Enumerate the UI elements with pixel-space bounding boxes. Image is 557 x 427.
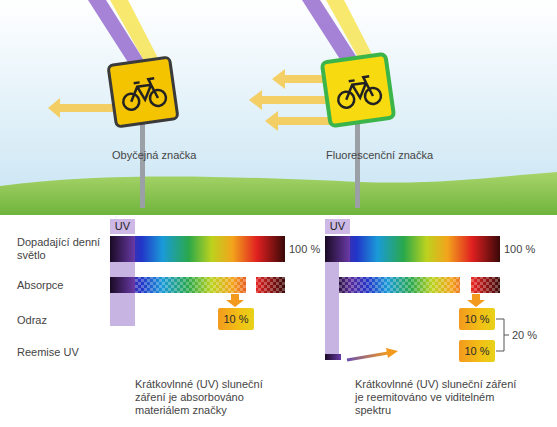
text-label: Obyčejná značka [112,149,222,162]
percent-box: 10 % [459,340,495,362]
sky [0,0,557,200]
ordinary-sign [108,57,178,208]
text-label: 100 % [289,243,329,256]
text-label: Absorpce [17,279,105,292]
text-label: Fluorescenční značka [326,149,456,162]
text-label: Dopadající denní světlo [17,236,105,262]
uv-reemission-arrow [347,348,398,360]
orange-arrows [226,294,485,307]
left-spectra [110,236,285,326]
uv-tag: UV [325,219,350,234]
sum-bracket [496,319,509,351]
percent-box: 10 % [459,308,495,330]
text-label: Krátkovlnné (UV) sluneční záření je reem… [355,378,520,417]
text-label: Reemise UV [17,346,105,359]
uv-tag: UV [110,219,135,234]
text-label: 20 % [512,329,552,342]
percent-box: 10 % [218,308,254,330]
text-label: 100 % [504,243,548,256]
grass-hill [0,172,557,215]
percent-value: 10 % [223,313,248,326]
fluorescent-sign [322,54,394,208]
text-label: Odraz [17,314,105,327]
text-label: Krátkovlnné (UV) sluneční záření je abso… [135,378,285,417]
percent-value: 10 % [464,345,489,358]
percent-value: 10 % [464,313,489,326]
